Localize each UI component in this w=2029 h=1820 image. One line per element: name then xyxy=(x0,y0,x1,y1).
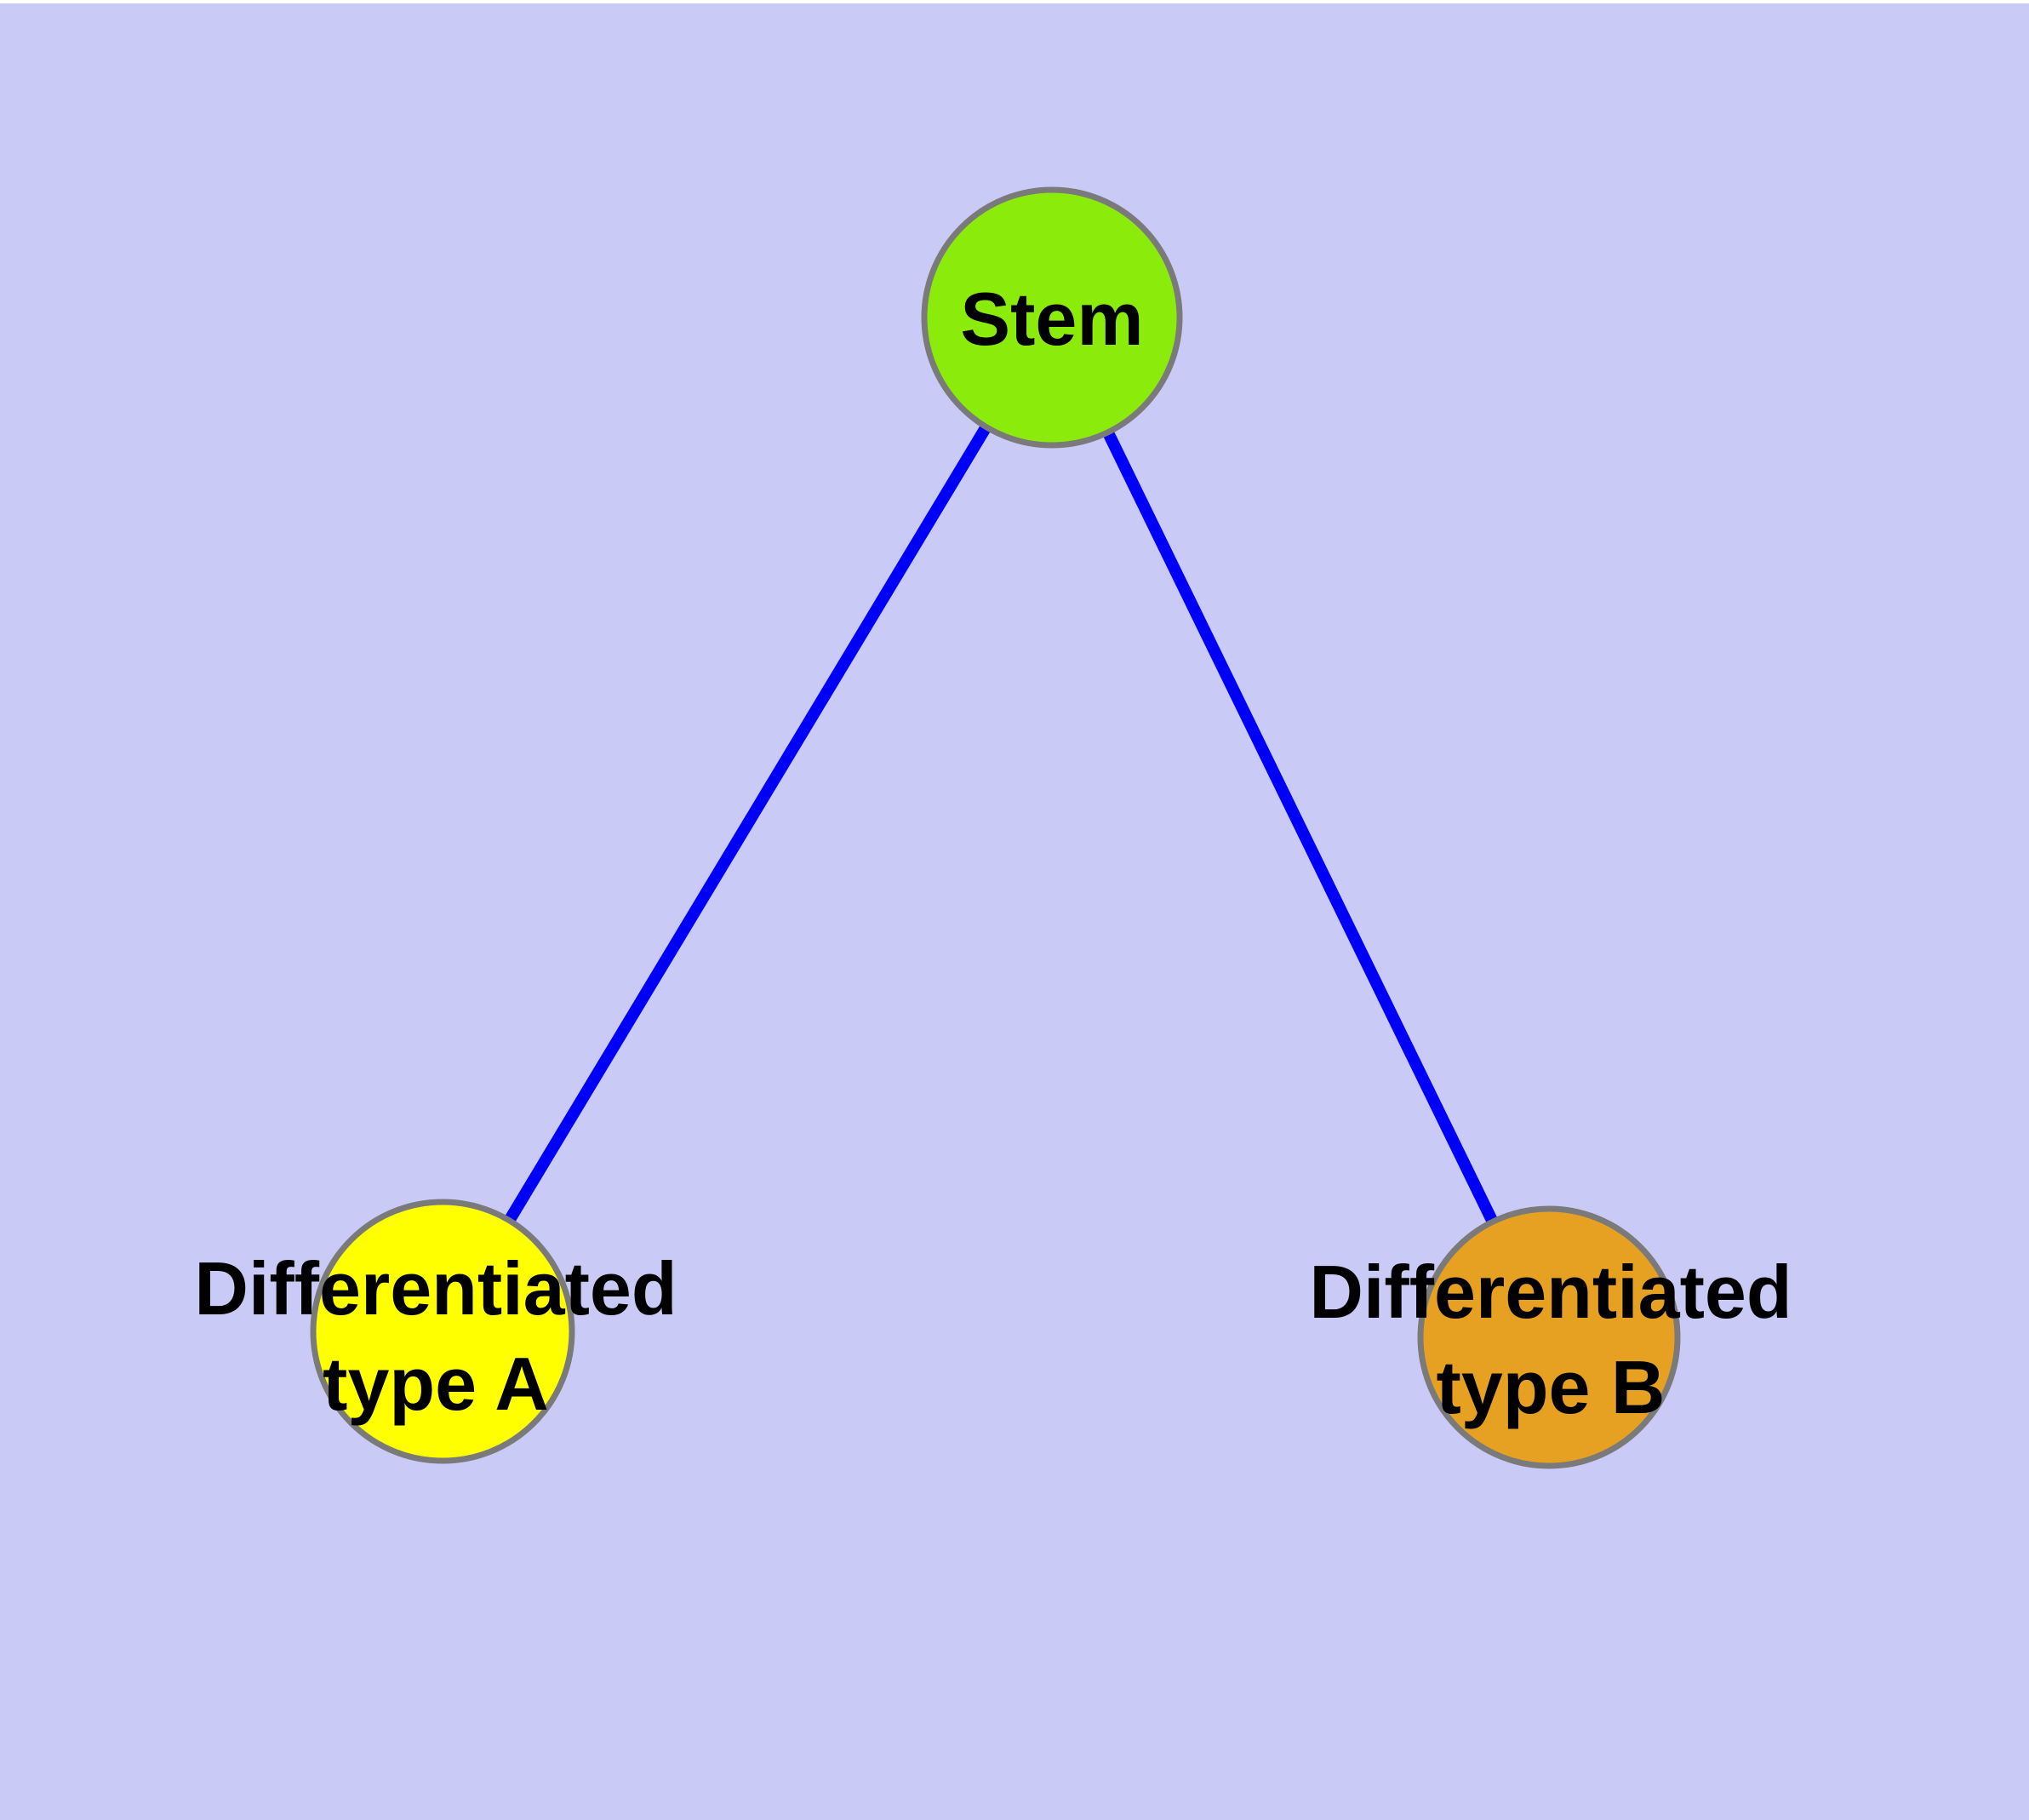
node-differentiated-type-b xyxy=(1417,1205,1681,1469)
edge-stem-to-type-a xyxy=(437,314,1057,1335)
node-label-line: type A xyxy=(323,1342,549,1426)
node-stem xyxy=(921,186,1183,449)
node-label-differentiated-type-a: Differentiated type A xyxy=(194,1241,677,1432)
node-label-stem: Stem xyxy=(960,272,1143,367)
node-label-line: Differentiated xyxy=(1309,1250,1792,1334)
node-label-line: Differentiated xyxy=(194,1246,677,1331)
node-label-differentiated-type-b: Differentiated type B xyxy=(1309,1245,1792,1435)
node-label-line: type B xyxy=(1436,1345,1666,1429)
node-label-line: Stem xyxy=(960,277,1144,361)
edge-stem-to-type-b xyxy=(1046,314,1555,1341)
node-differentiated-type-a xyxy=(310,1199,575,1464)
